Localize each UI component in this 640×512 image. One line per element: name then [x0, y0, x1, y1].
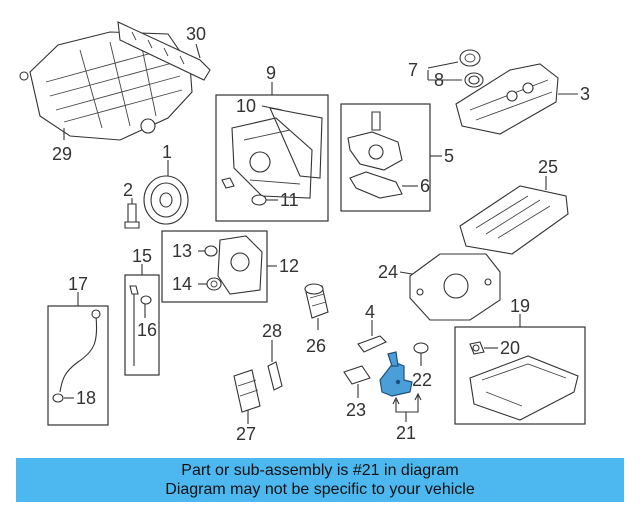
part-21-highlighted[interactable] — [379, 351, 413, 397]
part-10-cover-gasket — [269, 107, 323, 179]
callout-17: 17 — [68, 274, 88, 294]
part-17-dipstick-tube[interactable] — [59, 309, 101, 393]
part-19-lower-oil-pan[interactable] — [469, 355, 579, 421]
callout-5: 5 — [444, 146, 454, 166]
group-box-5 — [340, 103, 431, 212]
callout-9: 9 — [266, 63, 276, 83]
part-18-tube-seal[interactable] — [52, 393, 64, 403]
callout-28: 28 — [262, 321, 282, 341]
part-13-o-ring[interactable] — [204, 245, 218, 257]
part-28-bracket[interactable] — [267, 361, 283, 391]
callout-1: 1 — [162, 142, 172, 162]
callout-7: 7 — [408, 60, 418, 80]
callout-20: 20 — [500, 338, 520, 358]
callout-2: 2 — [123, 180, 133, 200]
part-23-gasket[interactable] — [343, 365, 371, 385]
callout-4: 4 — [365, 302, 375, 322]
part-10-timing-cover[interactable] — [231, 117, 313, 199]
info-banner: Part or sub-assembly is #21 in diagram D… — [16, 458, 624, 502]
callout-26: 26 — [306, 336, 326, 356]
part-14-seal[interactable] — [206, 277, 222, 291]
callout-12: 12 — [279, 256, 299, 276]
callout-13: 13 — [172, 241, 192, 261]
part-22-o-ring[interactable] — [413, 342, 429, 354]
callout-25: 25 — [538, 157, 558, 177]
part-30-manifold-gasket[interactable] — [117, 21, 211, 81]
part-16-dipstick-ring[interactable] — [140, 295, 152, 305]
callout-14: 14 — [172, 274, 192, 294]
callout-6: 6 — [420, 176, 430, 196]
callout-10: 10 — [236, 96, 256, 116]
part-15-dipstick[interactable] — [129, 285, 139, 366]
part-7-oil-filler-cap[interactable] — [459, 49, 481, 67]
part-26-oil-filter[interactable] — [304, 283, 329, 319]
callout-3: 3 — [580, 84, 590, 104]
part-27-oil-cooler[interactable] — [233, 369, 261, 413]
banner-line-1: Part or sub-assembly is #21 in diagram — [181, 462, 459, 479]
part-2-pulley-bolt[interactable] — [124, 203, 140, 229]
part-29-intake-manifold[interactable] — [19, 31, 193, 141]
part-20-drain-plug[interactable] — [469, 341, 485, 355]
exploded-parts-diagram: 30 29 1 2 9 10 11 5 — [19, 21, 590, 444]
callout-22: 22 — [412, 370, 432, 390]
callout-11: 11 — [280, 190, 299, 210]
callout-24: 24 — [378, 262, 398, 282]
callout-30: 30 — [186, 24, 206, 44]
part-8-cap-seal[interactable] — [464, 72, 484, 88]
banner-line-2: Diagram may not be specific to your vehi… — [165, 481, 475, 498]
part-11-seal-ring[interactable] — [251, 194, 267, 206]
callout-18: 18 — [76, 388, 96, 408]
callout-19: 19 — [510, 296, 530, 316]
callout-23: 23 — [346, 400, 366, 420]
part-3-valve-cover[interactable] — [455, 63, 559, 135]
part-24-engine-cover-plate[interactable] — [409, 253, 501, 321]
callout-15: 15 — [132, 246, 152, 266]
part-4-seal-strip[interactable] — [357, 335, 387, 353]
part-12-pump-housing[interactable] — [217, 235, 263, 295]
callout-27: 27 — [236, 424, 256, 444]
part-25-upper-oil-pan[interactable] — [459, 185, 569, 255]
part-6-pump-gasket[interactable] — [349, 171, 403, 199]
callout-16: 16 — [137, 320, 157, 340]
callout-8: 8 — [434, 70, 444, 90]
callout-29: 29 — [52, 144, 72, 164]
part-5-pump-body[interactable] — [347, 111, 403, 171]
callout-21: 21 — [396, 423, 416, 443]
part-1-crankshaft-pulley[interactable] — [143, 175, 189, 225]
bolt-timing-cover — [221, 177, 235, 189]
